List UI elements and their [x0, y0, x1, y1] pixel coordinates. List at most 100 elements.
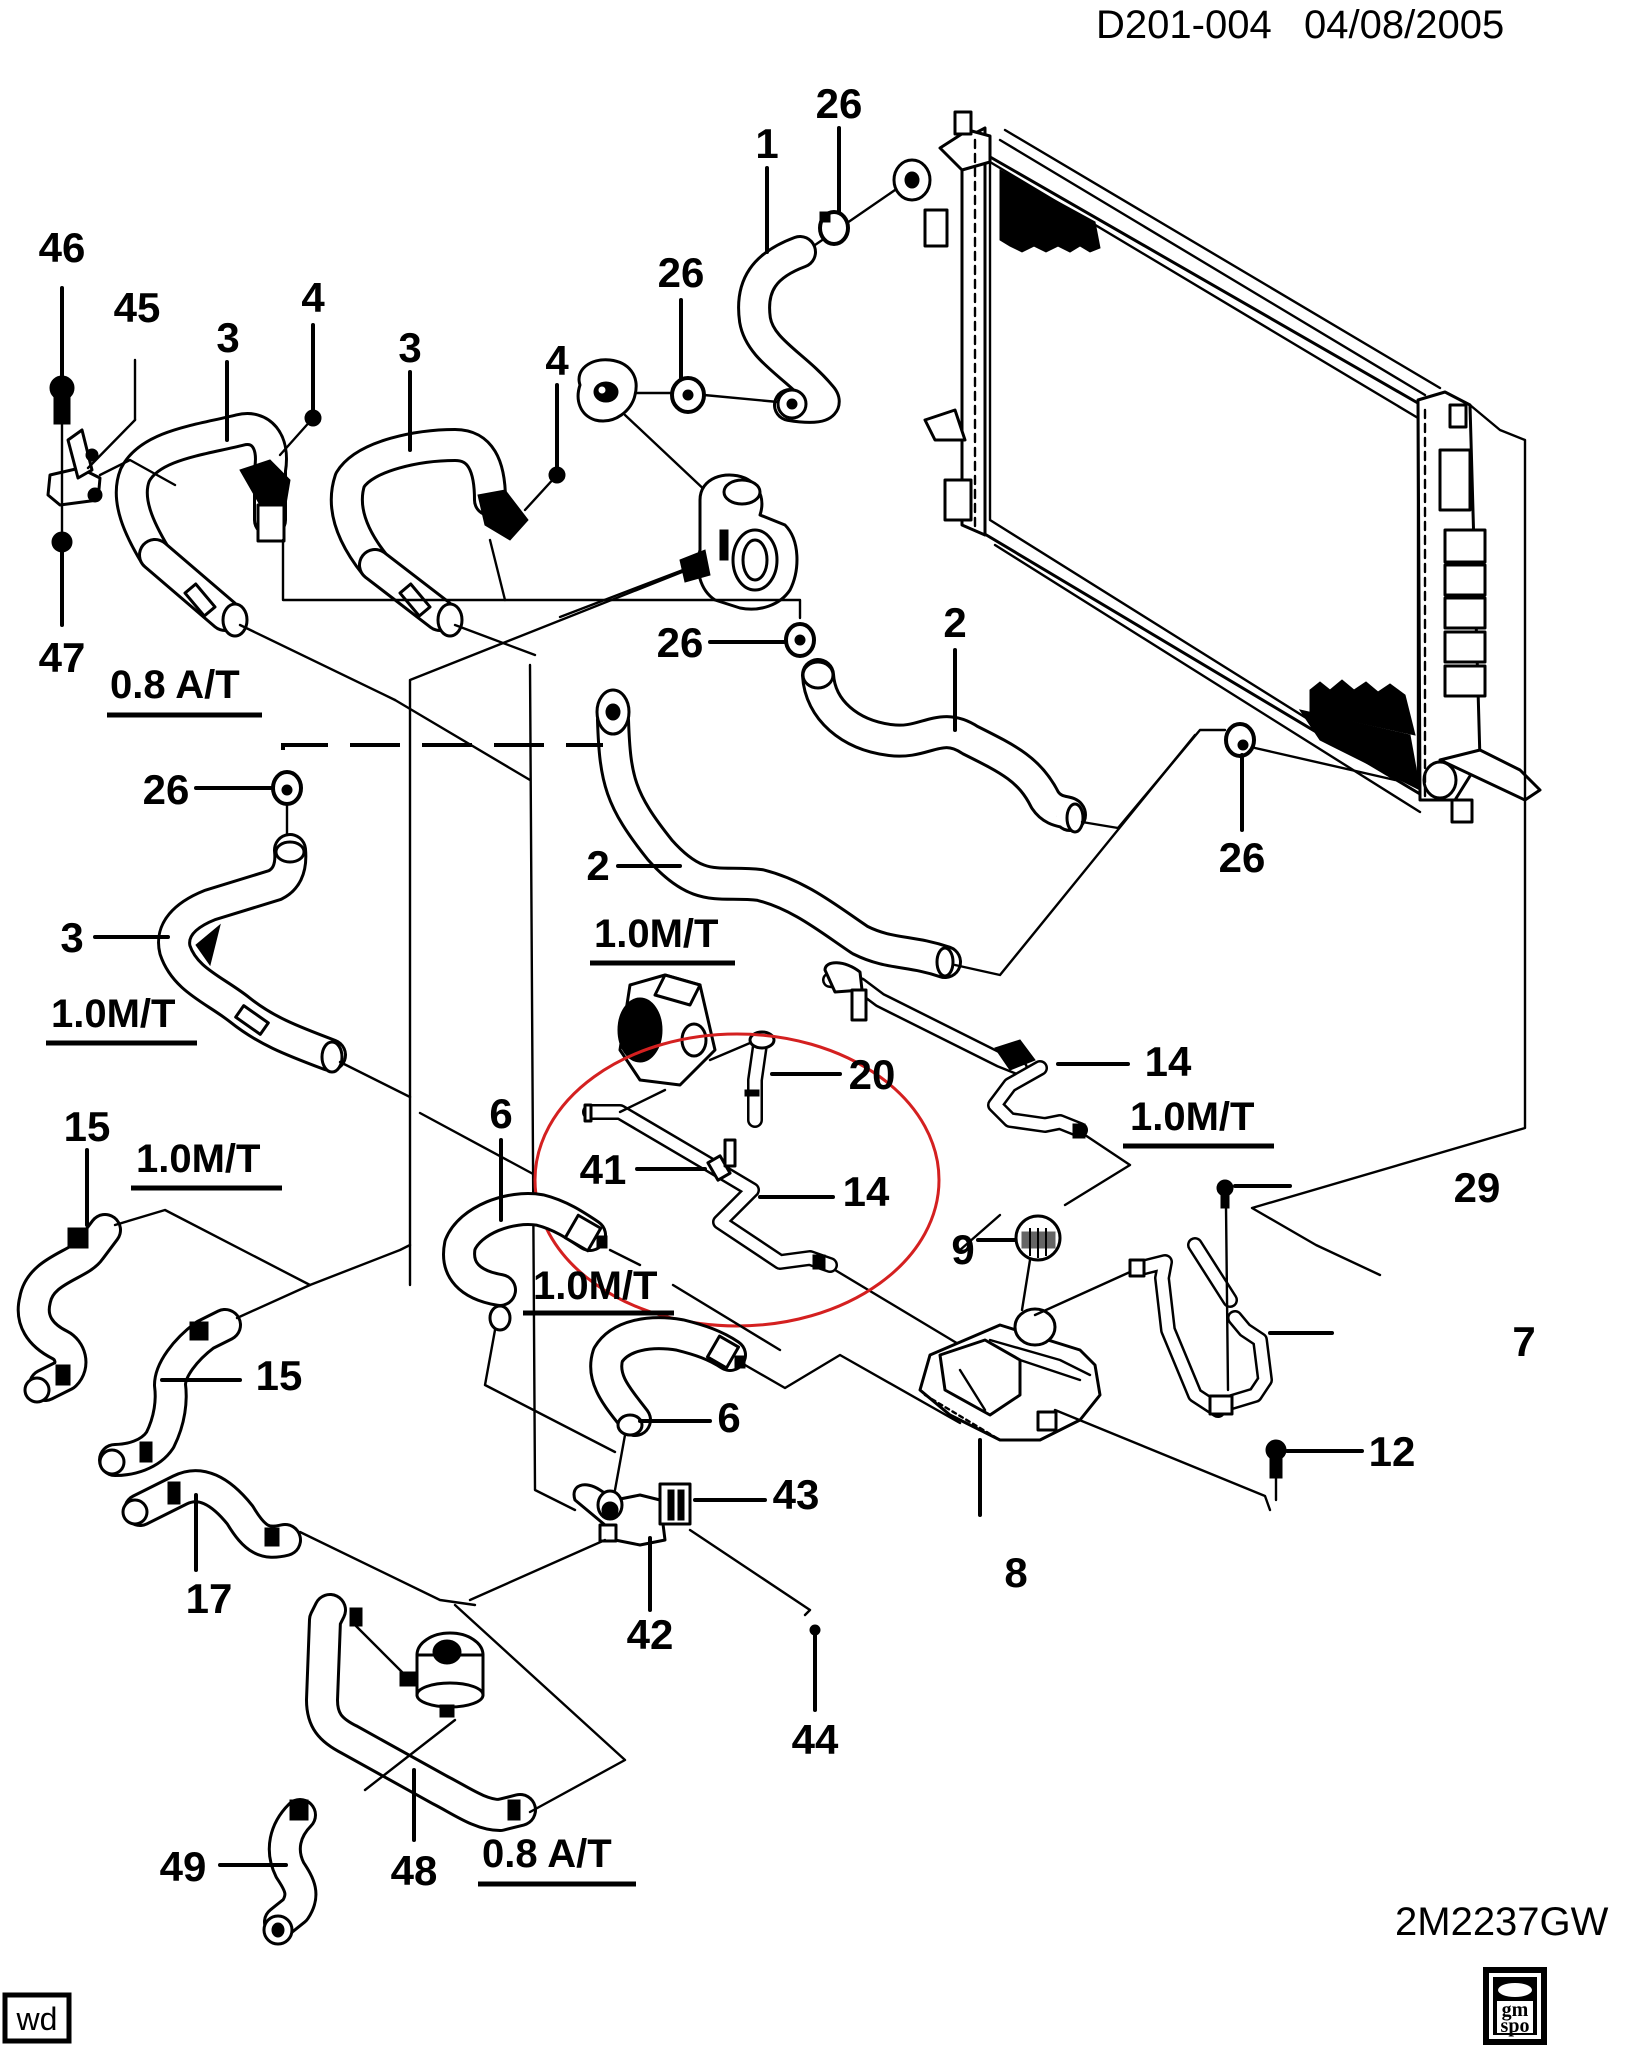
heater-hose-3-mid[interactable] [329, 428, 529, 638]
thermostat-housing[interactable] [679, 473, 799, 611]
callout-49: 49 [160, 1843, 207, 1890]
lower-hose-2-mt[interactable] [595, 688, 962, 979]
callout-3: 3 [398, 324, 421, 371]
radiator-fins-bottom [1298, 679, 1421, 791]
callout-14: 14 [843, 1168, 890, 1215]
bolt-29[interactable] [1216, 1179, 1234, 1209]
radiator[interactable] [892, 110, 1542, 824]
pipe-14-throttle[interactable] [582, 1103, 838, 1273]
upper-radiator-hose[interactable] [737, 235, 841, 424]
leader-45b [86, 418, 137, 470]
callout-45: 45 [114, 284, 161, 331]
leader-housing-left [558, 568, 685, 619]
callout-7: 7 [1512, 1318, 1535, 1365]
hose-20[interactable] [744, 1030, 776, 1128]
radiator-mount-left [943, 478, 973, 522]
leader-hose3-mid-tail [453, 623, 537, 657]
nut-47[interactable] [51, 531, 73, 553]
variant-text: 1.0M/T [533, 1264, 657, 1308]
leader-dashed-hose2-clamp [281, 743, 603, 750]
leader-hose6-drop [483, 1328, 617, 1454]
variant-label-10mt-6: 1.0M/T [523, 1264, 674, 1316]
pipe-14-upper[interactable] [822, 961, 1088, 1139]
hose-15-mid[interactable] [98, 1308, 242, 1477]
leader-hose3-mt-tail [338, 1060, 412, 1099]
radiator-bracket-left [923, 408, 967, 442]
coolant-reservoir[interactable] [918, 1307, 1102, 1442]
hose-17[interactable] [121, 1469, 302, 1559]
callout-14: 14 [1145, 1038, 1192, 1085]
variant-labels: 0.8 A/T 1.0M/T 1.0M/T 1.0M/T 1.0M/T 1.0M… [46, 663, 1274, 1887]
callout-1: 1 [755, 120, 778, 167]
radiator-fins-top [999, 169, 1101, 253]
clamp-26-lower[interactable] [784, 622, 816, 658]
callout-15: 15 [64, 1103, 111, 1150]
heater-hose-3-mt[interactable] [157, 833, 347, 1074]
hose-6-upper[interactable] [442, 1192, 608, 1332]
clamp-26-right[interactable] [1224, 722, 1256, 758]
water-outlet-42[interactable] [572, 1483, 667, 1547]
logo-line2: spo [1501, 2015, 1530, 2037]
bolt-4-left[interactable] [278, 409, 322, 457]
bolt-12[interactable] [1265, 1439, 1287, 1479]
callout-41: 41 [580, 1146, 627, 1193]
callout-44: 44 [792, 1716, 839, 1763]
variant-label-10mt-right: 1.0M/T [1123, 1095, 1274, 1149]
clamp-26-top[interactable] [818, 210, 850, 246]
variant-label-08at-bottom: 0.8 A/T [478, 1832, 636, 1887]
variant-text: 0.8 A/T [482, 1832, 612, 1876]
bracket-45[interactable] [46, 428, 103, 507]
leader-hose48-tail [453, 1603, 627, 1814]
callout-48: 48 [391, 1847, 438, 1894]
logo-line1: gm [1502, 1999, 1529, 2021]
bolt-4-mid[interactable] [523, 466, 566, 512]
clamp-26-left[interactable] [271, 770, 303, 806]
leader-horizontal-upper [281, 538, 802, 620]
leader-hose6-lower-tail [743, 1353, 962, 1425]
reservoir-cap-9[interactable] [1014, 1214, 1062, 1262]
callout-6: 6 [489, 1090, 512, 1137]
variant-text: 1.0M/T [1130, 1095, 1254, 1139]
radiator-bracket-upper [923, 208, 949, 248]
callout-43: 43 [773, 1471, 820, 1518]
radiator-top-rail [998, 138, 1427, 397]
callout-47: 47 [39, 634, 86, 681]
leader-frame-mid [528, 663, 577, 1512]
leader-hose6-tail [608, 1248, 642, 1267]
callout-2: 2 [586, 842, 609, 889]
callout-3: 3 [216, 314, 239, 361]
doc-code: D201-004 [1096, 3, 1272, 47]
leader-cover-housing [623, 413, 712, 497]
leader-bolt29-pipe7 [1224, 1204, 1230, 1392]
variant-label-10mt-left: 1.0M/T [46, 992, 197, 1046]
callout-12: 12 [1369, 1428, 1416, 1475]
leader-clamp-hose1 [702, 393, 780, 404]
sensor-43[interactable] [658, 1482, 692, 1526]
leader-pipe14-throttle [618, 1088, 667, 1114]
callout-labels: 26 1 46 45 4 3 3 4 26 47 26 2 26 2 26 3 … [39, 80, 1536, 1894]
leader-clamp-radiator-outlet [1253, 746, 1397, 782]
leader-hose6-lower-drop [613, 1433, 627, 1492]
bolt-46[interactable] [49, 375, 75, 425]
radiator-bottom-rail [993, 543, 1422, 814]
lower-hose-2-upper[interactable] [801, 658, 1087, 834]
thermostat-cover[interactable] [576, 358, 638, 423]
hose-49[interactable] [262, 1798, 318, 1946]
callout-6: 6 [717, 1394, 740, 1441]
leader-frame-left [408, 570, 684, 1287]
radiator-top-rail-2 [1003, 128, 1442, 390]
callout-29: 29 [1454, 1164, 1501, 1211]
throttle-body[interactable] [617, 973, 717, 1087]
clamp-26-mid[interactable] [670, 376, 706, 414]
oil-cooler[interactable] [399, 1631, 485, 1718]
hose-15-left[interactable] [16, 1213, 122, 1404]
hose-6-lower[interactable] [589, 1316, 747, 1437]
leader-hose17-tail [298, 1530, 477, 1607]
heater-hose-3-left[interactable] [114, 412, 291, 638]
leader-43-44 [688, 1528, 812, 1617]
leader-bracket-hose [98, 458, 177, 487]
pipe-7[interactable] [1128, 1237, 1273, 1418]
hose-48[interactable] [305, 1593, 537, 1832]
callout-26: 26 [657, 619, 704, 666]
callout-2: 2 [943, 599, 966, 646]
